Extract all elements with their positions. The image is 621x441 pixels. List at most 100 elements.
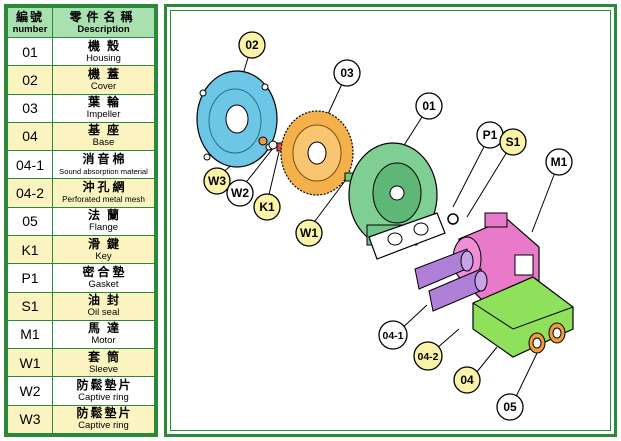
- row-desc-en: Motor: [91, 335, 116, 347]
- callout-04-1-text: 04-1: [382, 330, 403, 342]
- row-desc-en: Perforated metal mesh: [62, 195, 145, 205]
- row-desc-zh: 防鬆墊片: [76, 406, 133, 421]
- impeller-part: [280, 110, 354, 196]
- callout-04-2-text: 04-2: [417, 351, 438, 363]
- row-code: W1: [7, 348, 53, 378]
- row-desc-zh: 馬達: [87, 321, 126, 336]
- row-desc-zh: 機殼: [87, 38, 126, 53]
- header-desc-zh: 零件名稱: [69, 9, 138, 24]
- callout-w1-text: W1: [300, 226, 318, 240]
- cover-part: [196, 70, 278, 168]
- row-desc-zh: 消音棉: [82, 151, 128, 166]
- callout-02-text: 02: [245, 38, 259, 52]
- row-desc-en: Gasket: [88, 278, 119, 290]
- callout-k1-text: K1: [259, 200, 275, 214]
- callout-04-2: 04-2: [413, 341, 443, 371]
- callout-w2: W2: [226, 179, 254, 207]
- row-code: 02: [7, 65, 53, 95]
- small-fastener-parts: [258, 136, 284, 152]
- callout-04-1: 04-1: [378, 320, 408, 350]
- row-code: W3: [7, 404, 53, 435]
- row-desc-zh: 油封: [87, 293, 126, 308]
- row-code: W2: [7, 376, 53, 406]
- gasket-part: [368, 212, 446, 260]
- callout-p1-text: P1: [483, 128, 498, 142]
- row-desc-zh: 沖孔網: [82, 180, 128, 195]
- callout-k1: K1: [253, 193, 281, 221]
- callout-03-text: 03: [340, 66, 354, 80]
- oil-seal-part: [447, 213, 459, 225]
- row-desc-en: Captive ring: [78, 420, 129, 432]
- sound-absorption-parts: [414, 248, 488, 312]
- callout-02: 02: [238, 31, 266, 59]
- callout-p1: P1: [476, 121, 504, 149]
- row-code: 05: [7, 206, 53, 236]
- row-code: 04-1: [7, 150, 53, 180]
- header-desc-en: Description: [77, 23, 130, 35]
- header-code-cell: 編號 number: [7, 7, 53, 38]
- row-desc-en: Key: [95, 250, 112, 262]
- callout-05: 05: [496, 393, 524, 421]
- callout-01: 01: [415, 92, 443, 120]
- row-code: 01: [7, 36, 53, 67]
- row-desc-en: Base: [92, 137, 115, 149]
- row-desc-en: Sound absorption material: [59, 166, 148, 176]
- row-desc-zh: 葉輪: [87, 95, 126, 110]
- row-desc-zh: 法蘭: [87, 208, 126, 223]
- diagram-inner-border: [170, 10, 611, 431]
- header-desc-cell: 零件名稱 Description: [52, 7, 155, 38]
- row-code: 03: [7, 93, 53, 123]
- callout-w3-text: W3: [208, 174, 226, 188]
- callout-s1-text: S1: [506, 135, 521, 149]
- callout-s1: S1: [499, 128, 527, 156]
- callout-m1: M1: [545, 148, 573, 176]
- callout-w1: W1: [295, 219, 323, 247]
- row-desc-en: Flange: [88, 222, 119, 234]
- callout-w2-text: W2: [231, 186, 249, 200]
- row-desc-zh: 基座: [87, 123, 126, 138]
- exploded-view-diagram: 02 03 01 P1 S1 M1 W3 W2 K1 W1 04-1 04-2 …: [196, 31, 574, 421]
- row-desc-en: Captive ring: [78, 392, 129, 404]
- row-desc-zh: 密合墊: [82, 264, 128, 279]
- row-desc-en: Cover: [90, 80, 117, 92]
- row-code: 04: [7, 121, 53, 152]
- row-desc-en: Sleeve: [88, 363, 119, 375]
- row-code: 04-2: [7, 178, 53, 208]
- header-code-en: number: [12, 23, 48, 35]
- diagram-frame: 02 03 01 P1 S1 M1 W3 W2 K1 W1 04-1 04-2 …: [164, 4, 617, 437]
- row-desc-zh: 機蓋: [87, 66, 126, 81]
- header-code-zh: 編號: [15, 9, 44, 24]
- callout-w3: W3: [203, 167, 231, 195]
- row-code: M1: [7, 319, 53, 350]
- row-desc-en: Housing: [86, 52, 121, 64]
- callout-m1-text: M1: [551, 155, 568, 169]
- callout-05-text: 05: [503, 400, 517, 414]
- row-desc-en: Oil seal: [87, 307, 120, 319]
